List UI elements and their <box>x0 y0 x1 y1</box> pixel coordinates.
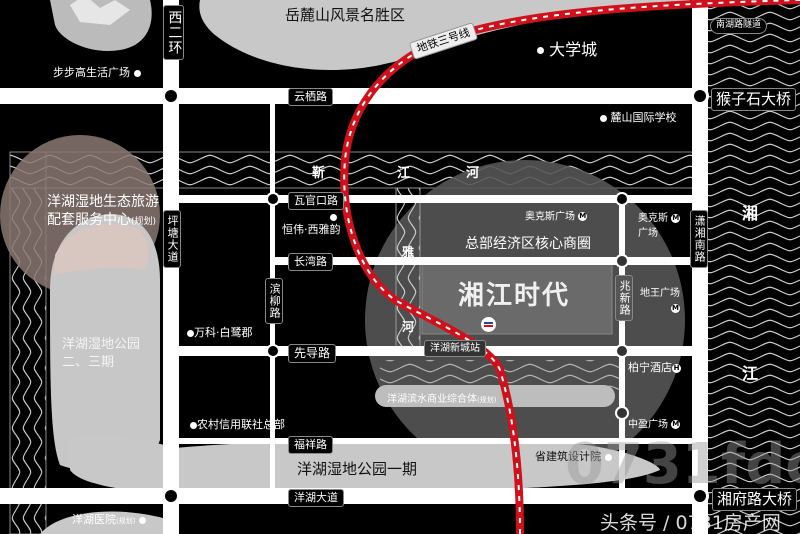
poi-dot-icon <box>604 453 612 461</box>
road-yanghu-avenue: 洋湖大道 <box>288 489 344 508</box>
road-waguankou: 瓦官口路 <box>288 192 344 211</box>
river-xiang-char-1: 湘 <box>742 204 759 223</box>
metro-station-label: 洋湖新城站 <box>424 340 486 357</box>
poi-yanghu-hospital: 洋湖医院(规划) <box>72 514 146 525</box>
poi-dot-icon <box>133 69 141 77</box>
poi-vanke: 万科·白鹭郡 <box>187 327 253 338</box>
poi-hengwei: 恒伟·西雅韵 <box>282 223 341 236</box>
poi-dot-icon <box>600 114 607 122</box>
river-xiang-char-2: 江 <box>742 364 759 383</box>
poi-nongcun: 农村信用联社总部 <box>190 419 285 430</box>
area-waterfront-complex: 洋湖滨水商业综合体(规划) <box>387 394 497 405</box>
hotel-icon: H <box>672 363 681 373</box>
road-xiandao: 先导路 <box>288 344 337 364</box>
poi-dot-icon <box>190 421 197 429</box>
project-title: 湘江时代 <box>458 281 571 311</box>
road-houzishi-bridge: 猴子石大桥 <box>711 88 797 111</box>
watermark-fdc: 0731fdc <box>565 432 800 497</box>
river-jin-char-2: 江 <box>397 166 411 181</box>
poi-aokesi-1: 奥克斯广场 M <box>525 211 588 223</box>
mall-icon: M <box>671 420 681 429</box>
poi-bubugao: 步步高生活广场 <box>53 67 141 78</box>
poi-zhongying: 中盈广场 M <box>628 419 681 431</box>
area-wetland-service-center: 洋湖湿地生态旅游 配套服务中心(规划) <box>47 194 159 229</box>
poi-university-city: 大学城 <box>537 42 597 58</box>
poi-architecture-institute: 省建筑设计院 <box>535 451 612 462</box>
road-xiaoxiang-south: 潇湘南路 <box>690 210 709 268</box>
road-nanhu-tunnel: 南湖路隧道 <box>710 18 768 34</box>
road-xierhuan: 西二环 <box>163 5 185 60</box>
watermark-source: 头条号 / 0731房产网 <box>600 512 781 534</box>
poi-dot-icon <box>138 516 146 524</box>
road-zhaoxin: 兆新路 <box>615 275 634 321</box>
road-changwan: 长湾路 <box>288 253 333 272</box>
road-binliu: 滨柳路 <box>265 278 284 324</box>
poi-dot-icon <box>330 214 337 221</box>
river-jin-char-1: 靳 <box>312 166 326 181</box>
road-pingtang: 坪塘大道 <box>163 210 182 268</box>
poi-dot-icon <box>537 47 544 54</box>
mall-icon: M <box>578 212 588 221</box>
road-fuxiang: 福祥路 <box>288 436 333 455</box>
river-ya-char-1: 雅 <box>402 245 415 259</box>
area-yuelu-scenic: 岳麓山风景名胜区 <box>285 6 406 24</box>
poi-dot-icon <box>187 329 194 337</box>
mall-icon: M <box>671 303 680 313</box>
poi-lushan-school: 麓山国际学校 <box>600 112 677 123</box>
area-wetland-park-1: 洋湖湿地公园一期 <box>297 460 418 478</box>
road-yunqi: 云栖路 <box>288 88 333 107</box>
area-hq-core-district: 总部经济区核心商圈 <box>465 236 591 252</box>
road-xiangfu-bridge: 湘府路大桥 <box>712 488 798 511</box>
area-wetland-park-23: 洋湖湿地公园 二、三期 <box>62 337 141 371</box>
river-jin-char-3: 河 <box>466 166 480 181</box>
project-logo-icon <box>481 317 496 332</box>
mall-icon: M <box>671 213 681 223</box>
river-ya-char-2: 河 <box>402 320 415 334</box>
